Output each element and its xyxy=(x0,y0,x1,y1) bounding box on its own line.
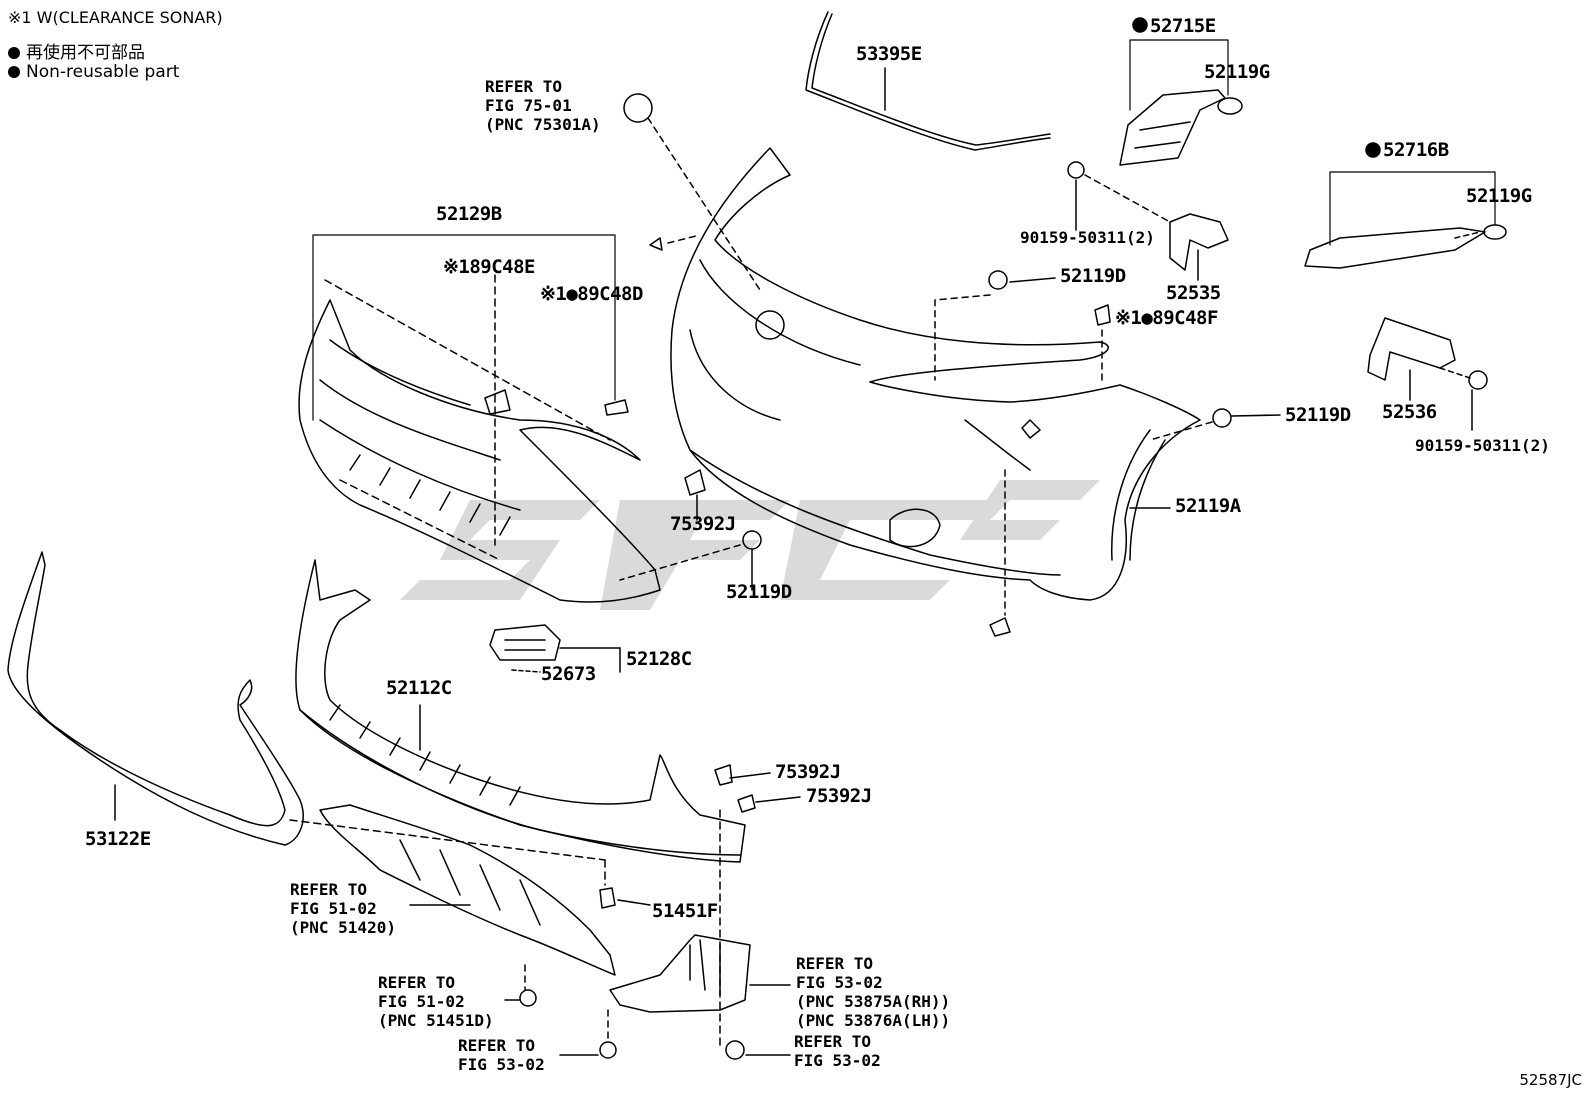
part-53122E[interactable]: 53122E xyxy=(85,828,151,850)
part-52536[interactable]: 52536 xyxy=(1382,401,1437,423)
grille-52129B xyxy=(298,234,661,603)
filled-dot-icon xyxy=(1365,142,1381,158)
refer-bolt-51451D[interactable]: REFER TO FIG 51-02 (PNC 51451D) xyxy=(378,973,494,1030)
part-89C48E[interactable]: ※189C48E xyxy=(443,256,536,278)
bracket-52536 xyxy=(1367,317,1488,431)
part-52535[interactable]: 52535 xyxy=(1166,282,1221,304)
bracket-52128C xyxy=(489,624,621,673)
legend-nonreusable-jp: 再使用不可部品 xyxy=(8,38,145,63)
part-90159-50311-b[interactable]: 90159-50311(2) xyxy=(1415,436,1550,455)
part-90159-50311-a[interactable]: 90159-50311(2) xyxy=(1020,228,1155,247)
part-75392J-a[interactable]: 75392J xyxy=(670,513,736,535)
legend-note1: ※1 W(CLEARANCE SONAR) xyxy=(8,8,223,27)
part-52129B[interactable]: 52129B xyxy=(436,203,502,225)
part-52119D-b[interactable]: 52119D xyxy=(1285,404,1351,426)
watermark-logo xyxy=(400,480,1100,610)
part-53395E[interactable]: 53395E xyxy=(856,43,922,65)
refer-mudguard-53875A[interactable]: REFER TO FIG 53-02 (PNC 53875A(RH)) (PNC… xyxy=(796,954,951,1030)
legend-jp-text: 再使用不可部品 xyxy=(26,43,145,63)
clip-51451F xyxy=(599,887,651,909)
molding-53122E xyxy=(7,551,304,846)
bottom-bolts xyxy=(559,1009,791,1060)
bracket-52715E xyxy=(1119,39,1243,166)
refer-bolt-53-02[interactable]: REFER TO FIG 53-02 xyxy=(458,1036,545,1074)
part-89C48D[interactable]: ※1●89C48D xyxy=(540,283,643,305)
part-52119A[interactable]: 52119A xyxy=(1175,495,1241,517)
part-89C48F[interactable]: ※1●89C48F xyxy=(1115,307,1218,329)
part-52715E[interactable]: 52715E xyxy=(1150,15,1216,37)
refer-emblem-75301A[interactable]: REFER TO FIG 75-01 (PNC 75301A) xyxy=(485,77,601,134)
small-parts xyxy=(619,93,1281,637)
part-52128C[interactable]: 52128C xyxy=(626,648,692,670)
bracket-52535 xyxy=(1067,161,1229,281)
part-52119D-a[interactable]: 52119D xyxy=(1060,265,1126,287)
legend-nonreusable-en: Non-reusable part xyxy=(8,62,179,82)
undercover-51420 xyxy=(319,804,616,1007)
filled-dot-icon xyxy=(8,66,20,78)
part-52119D-c[interactable]: 52119D xyxy=(726,581,792,603)
document-id: 52587JC xyxy=(1519,1071,1582,1089)
filled-dot-icon xyxy=(8,47,20,59)
part-75392J-b[interactable]: 75392J xyxy=(775,761,841,783)
part-52119G-a[interactable]: 52119G xyxy=(1204,61,1270,83)
lower-bumper-52112C xyxy=(289,559,801,1046)
molding-53395E xyxy=(805,11,1051,151)
part-52673[interactable]: 52673 xyxy=(541,663,596,685)
mudguard-53875A xyxy=(609,934,791,1013)
refer-clip-53-02[interactable]: REFER TO FIG 53-02 xyxy=(794,1032,881,1070)
part-51451F[interactable]: 51451F xyxy=(652,900,718,922)
part-52112C[interactable]: 52112C xyxy=(386,677,452,699)
bumper-cover-52119A xyxy=(670,147,1201,601)
filled-dot-icon xyxy=(1132,17,1148,33)
nonreusable-markers xyxy=(1132,17,1381,158)
legend-en-text: Non-reusable part xyxy=(26,62,180,82)
refer-undercover-51420[interactable]: REFER TO FIG 51-02 (PNC 51420) xyxy=(290,880,396,937)
part-52716B[interactable]: 52716B xyxy=(1383,139,1449,161)
bracket-52716B xyxy=(1304,171,1507,269)
part-75392J-c[interactable]: 75392J xyxy=(806,785,872,807)
part-52119G-b[interactable]: 52119G xyxy=(1466,185,1532,207)
